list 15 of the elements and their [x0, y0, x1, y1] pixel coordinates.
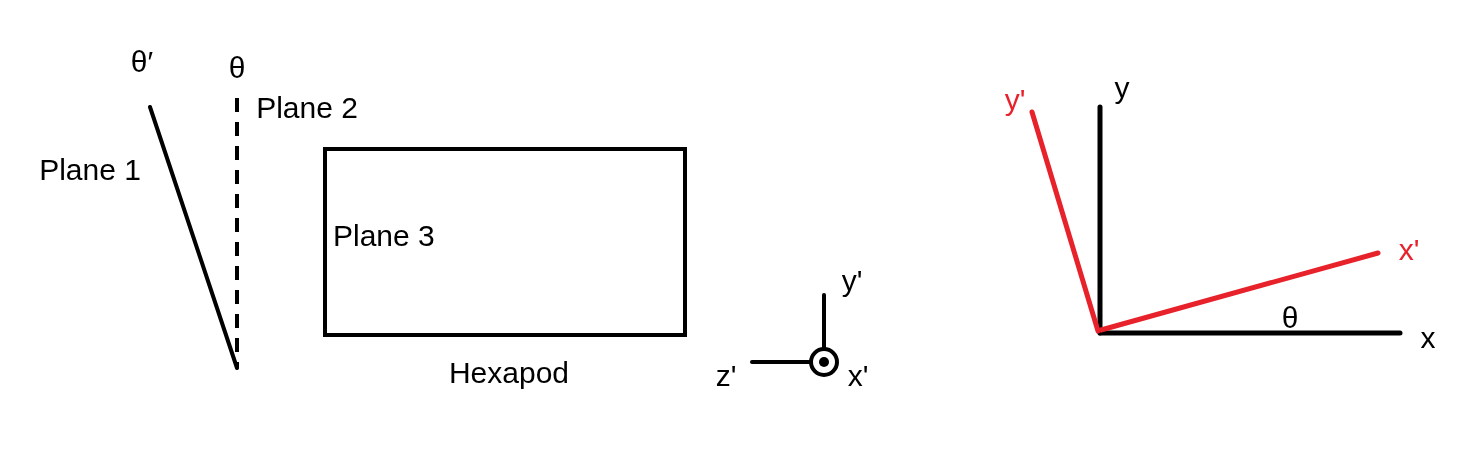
axis-label: z'	[715, 361, 737, 391]
axis-label: y'	[1004, 85, 1026, 115]
plane-rectangle	[323, 147, 687, 337]
angle-symbol: θ	[1281, 303, 1299, 333]
plane-label: Plane 2	[256, 93, 358, 123]
angle-symbol: θ′	[130, 47, 154, 77]
node-label: Hexapod	[448, 358, 570, 388]
plane-label: Plane 1	[39, 155, 141, 185]
plane-label: Plane 3	[333, 221, 435, 251]
axis-label: x'	[847, 361, 869, 391]
axis-label: x	[1420, 323, 1436, 353]
axis-label: x'	[1398, 235, 1420, 265]
axis-label: y	[1114, 73, 1130, 103]
angle-symbol: θ	[228, 53, 246, 83]
axis-label: y'	[841, 266, 863, 296]
